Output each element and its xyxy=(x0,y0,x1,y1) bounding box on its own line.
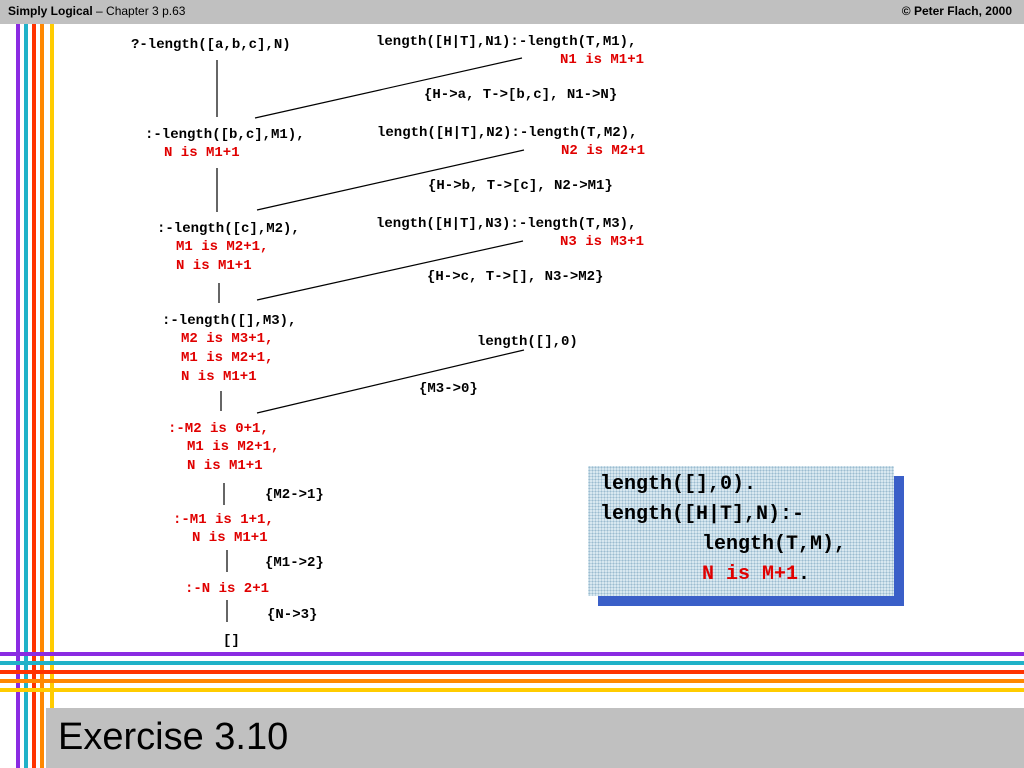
substitution7: {N->3} xyxy=(267,607,318,623)
stripe-horizontal-red xyxy=(0,670,1024,674)
empty-clause: [] xyxy=(223,633,240,649)
program-line4-red: N is M+1 xyxy=(702,563,799,586)
edge-clause2 xyxy=(256,149,525,211)
clause4: length([],0) xyxy=(477,334,578,350)
edge-clause3 xyxy=(256,240,524,301)
chapter-label: – Chapter 3 xyxy=(92,4,159,18)
goal2-line1: :-length([c],M2), xyxy=(157,221,300,237)
stripe-vertical-yellow xyxy=(50,24,54,768)
edge-clause1 xyxy=(254,57,523,119)
stripe-horizontal-teal xyxy=(0,661,1024,665)
query: ?-length([a,b,c],N) xyxy=(131,37,291,53)
substitution6: {M1->2} xyxy=(265,555,324,571)
goal3-line1: :-length([],M3), xyxy=(162,313,297,329)
goal1-line1: :-length([b,c],M1), xyxy=(145,127,305,143)
stripe-vertical-teal xyxy=(24,24,28,768)
goal3-line4: N is M1+1 xyxy=(181,369,257,385)
copyright-label: © Peter Flach, 2000 xyxy=(901,4,1012,18)
footer-bar: Exercise 3.10 xyxy=(46,708,1024,768)
clause1-body: N1 is M1+1 xyxy=(560,52,645,68)
stripe-vertical-purple xyxy=(16,24,20,768)
program-line4: N is M+1. xyxy=(702,560,810,590)
program-line4-end: . xyxy=(798,563,811,586)
substitution3: {H->c, T->[], N3->M2} xyxy=(427,269,604,285)
substitution5: {M2->1} xyxy=(265,487,324,503)
substitution2: {H->b, T->[c], N2->M1} xyxy=(428,178,613,194)
clause3-body: N3 is M3+1 xyxy=(560,234,645,250)
slide-title: Exercise 3.10 xyxy=(58,716,289,758)
goal2-line2: M1 is M2+1, xyxy=(176,239,269,255)
stripe-vertical-orange xyxy=(40,24,44,768)
clause2-head: length([H|T],N2):-length(T,M2), xyxy=(377,125,638,141)
goal4-line1: :-M2 is 0+1, xyxy=(168,421,269,437)
stripe-horizontal-yellow xyxy=(0,688,1024,692)
header-source: Simply Logical – Chapter 3 p.63 xyxy=(8,4,185,18)
goal3-line2: M2 is M3+1, xyxy=(181,331,274,347)
stripe-vertical-red xyxy=(32,24,36,768)
program-line2: length([H|T],N):- xyxy=(600,503,805,526)
goal1-line2: N is M1+1 xyxy=(164,145,240,161)
page-label: p.63 xyxy=(158,4,186,18)
goal4-line3: N is M1+1 xyxy=(187,458,263,474)
program-line3: length(T,M), xyxy=(702,533,847,556)
goal3-line3: M1 is M2+1, xyxy=(181,350,274,366)
goal6: :-N is 2+1 xyxy=(185,581,270,597)
substitution1: {H->a, T->[b,c], N1->N} xyxy=(424,87,618,103)
stripe-horizontal-orange xyxy=(0,679,1024,683)
clause2-body: N2 is M2+1 xyxy=(561,143,646,159)
clause1-head: length([H|T],N1):-length(T,M1), xyxy=(376,34,637,50)
program-line1: length([],0). xyxy=(600,473,757,496)
goal5-line2: N is M1+1 xyxy=(192,530,268,546)
edge-clause4 xyxy=(256,349,525,414)
stripe-horizontal-purple xyxy=(0,652,1024,656)
program-box: length([],0). length([H|T],N):- length(T… xyxy=(588,466,894,596)
header-bar: Simply Logical – Chapter 3 p.63 © Peter … xyxy=(0,0,1024,24)
book-title: Simply Logical xyxy=(8,4,93,18)
goal5-line1: :-M1 is 1+1, xyxy=(173,512,274,528)
clause3-head: length([H|T],N3):-length(T,M3), xyxy=(376,216,637,232)
substitution4: {M3->0} xyxy=(419,381,478,397)
goal2-line3: N is M1+1 xyxy=(176,258,252,274)
goal4-line2: M1 is M2+1, xyxy=(187,439,280,455)
